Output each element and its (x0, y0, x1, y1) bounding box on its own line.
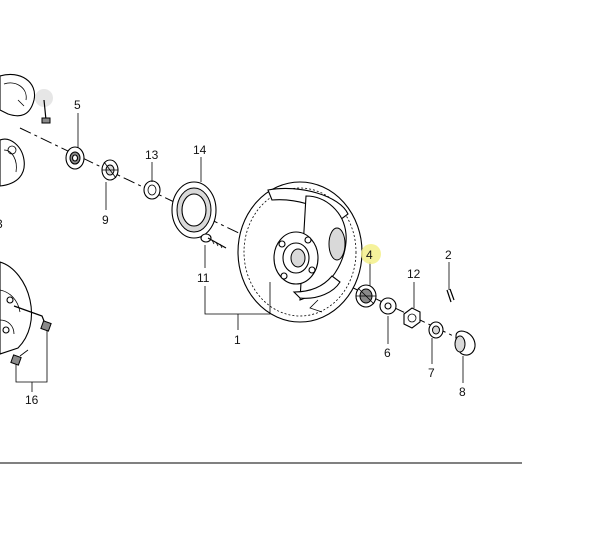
bearing-9-part (101, 159, 119, 181)
callout-12: 12 (407, 267, 421, 281)
callout-16: 16 (25, 393, 39, 407)
grease-cap-8-part (454, 330, 476, 356)
nut-lock-7-part (428, 321, 444, 339)
nut-12-part (403, 307, 421, 329)
callout-4-highlight (361, 244, 381, 264)
bolt-16-part (10, 320, 52, 366)
seal-14-part (171, 181, 217, 239)
cotter-pin-2-part (446, 288, 455, 303)
callout-5: 5 (74, 98, 81, 112)
callout-6: 6 (384, 346, 391, 360)
steering-knuckle-part (0, 261, 47, 355)
callout-8: 8 (459, 385, 466, 399)
race-13-part (143, 180, 161, 200)
callout-13: 13 (145, 148, 159, 162)
callout-3: 3 (0, 217, 3, 231)
callout-14: 14 (193, 143, 207, 157)
callout-1: 1 (234, 333, 241, 347)
bolt-small-part (41, 99, 51, 124)
callout-11: 11 (197, 271, 210, 285)
callout-7: 7 (428, 366, 435, 380)
callout-2: 2 (445, 248, 452, 262)
callout-9: 9 (102, 213, 109, 227)
callout-4: 4 (366, 248, 373, 262)
cursor-highlight-icon (35, 89, 53, 107)
bearing-4-part (355, 284, 377, 308)
seal-5-part (65, 146, 85, 170)
stud-11-part (200, 233, 227, 249)
rotor-hub-1-part (237, 181, 363, 323)
washer-6-part (379, 297, 397, 315)
dust-shield-part (0, 74, 36, 187)
leader-lines (15, 113, 464, 392)
